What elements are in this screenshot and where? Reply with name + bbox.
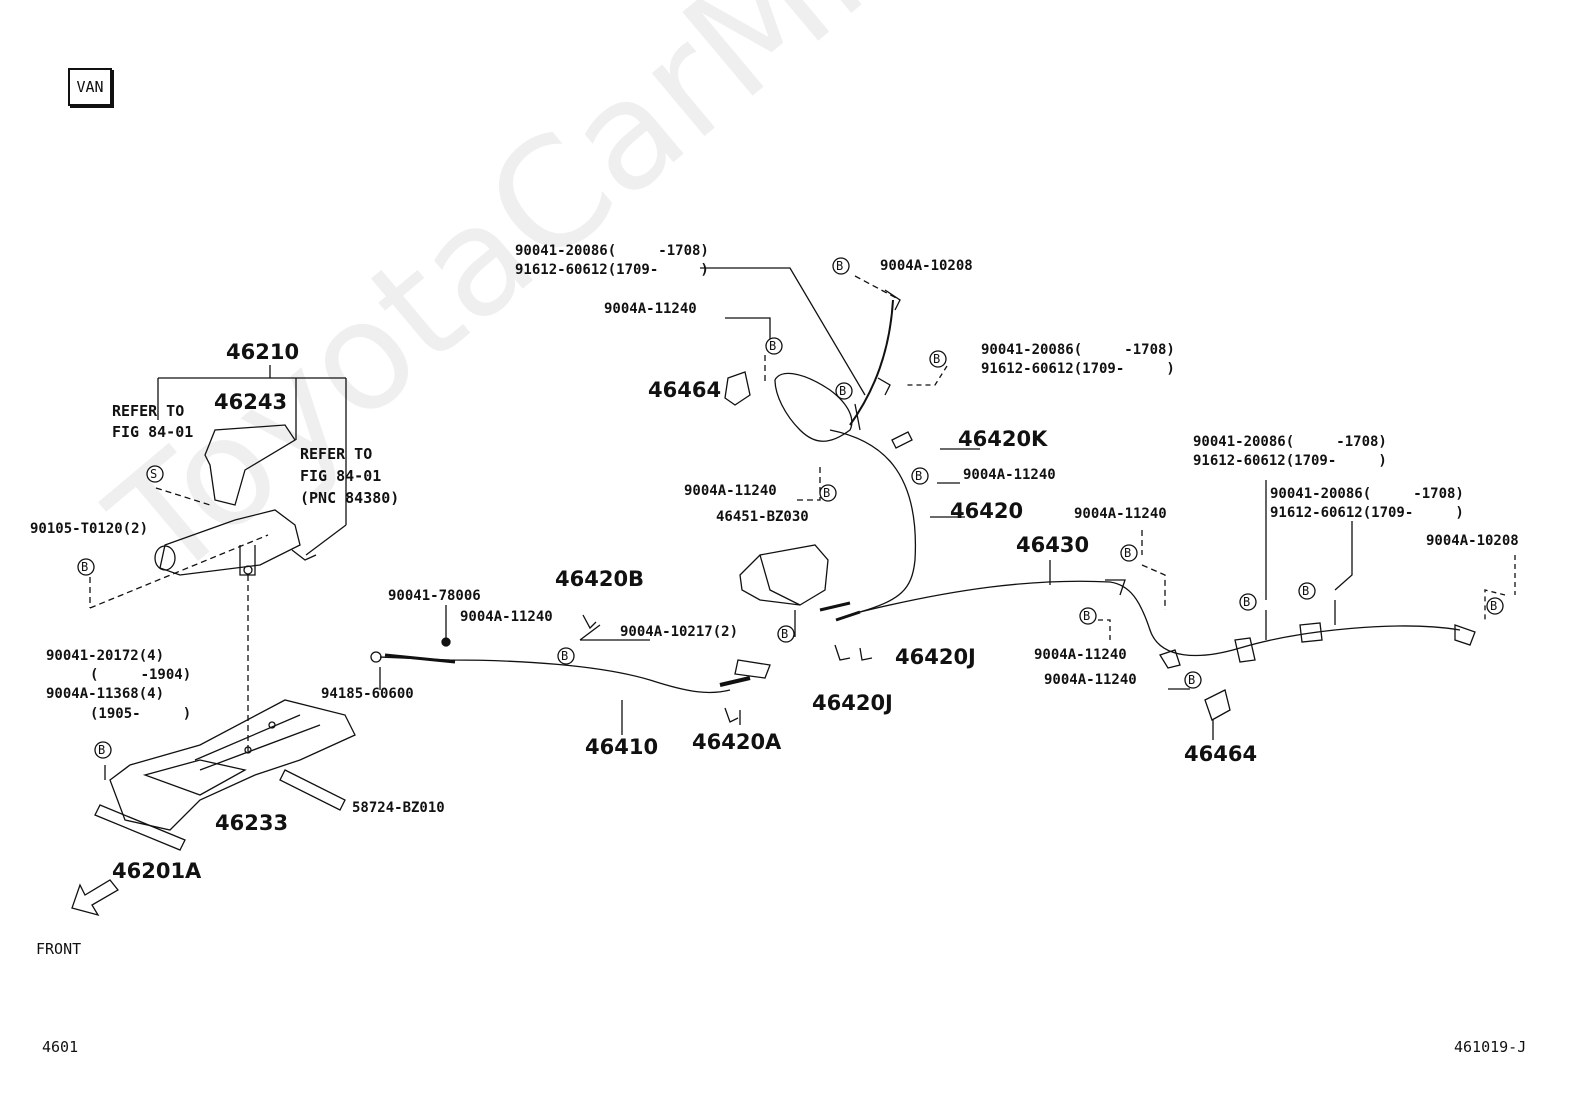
part-46420k[interactable]: 46420K bbox=[958, 427, 1048, 451]
part-9004a-11240[interactable]: 9004A-11240 bbox=[684, 483, 777, 499]
part-46464[interactable]: 46464 bbox=[648, 378, 722, 402]
marker-b: B bbox=[823, 486, 831, 500]
left-rear-cable bbox=[724, 289, 917, 622]
part-9004a-10208[interactable]: 9004A-10208 bbox=[880, 258, 973, 274]
front-cable bbox=[370, 637, 771, 723]
lever-base-bracket bbox=[94, 699, 356, 851]
part-91612-60612[interactable]: 91612-60612(1709- ) bbox=[981, 361, 1175, 377]
refer-note-2[interactable]: FIG 84-01 bbox=[300, 467, 382, 485]
cable-protector bbox=[739, 544, 829, 606]
date-range: (1905- ) bbox=[90, 706, 192, 722]
bolt-markers bbox=[77, 257, 1504, 759]
marker-b: B bbox=[1243, 595, 1251, 609]
marker-b: B bbox=[98, 743, 106, 757]
part-46464[interactable]: 46464 bbox=[1184, 742, 1258, 766]
clips-46420j bbox=[582, 614, 873, 661]
part-46201a[interactable]: 46201A bbox=[112, 859, 202, 883]
part-46420b[interactable]: 46420B bbox=[555, 567, 645, 591]
marker-b: B bbox=[839, 384, 847, 398]
part-90105-t0120[interactable]: 90105-T0120(2) bbox=[30, 521, 149, 537]
part-9004a-11240[interactable]: 9004A-11240 bbox=[604, 301, 697, 317]
refer-note-2: (PNC 84380) bbox=[300, 489, 400, 507]
part-9004a-11240[interactable]: 9004A-11240 bbox=[1044, 672, 1137, 688]
marker-b: B bbox=[561, 649, 569, 663]
marker-b: B bbox=[769, 339, 777, 353]
part-9004a-11240[interactable]: 9004A-11240 bbox=[963, 467, 1056, 483]
refer-note-1: REFER TO bbox=[112, 402, 185, 420]
part-9004a-11240[interactable]: 9004A-11240 bbox=[460, 609, 553, 625]
part-91612-60612[interactable]: 91612-60612(1709- ) bbox=[1270, 505, 1464, 521]
marker-b: B bbox=[1490, 599, 1498, 613]
part-90041-78006[interactable]: 90041-78006 bbox=[388, 588, 481, 604]
marker-b: B bbox=[1124, 546, 1132, 560]
marker-b: B bbox=[836, 259, 844, 273]
part-46420j[interactable]: 46420J bbox=[895, 645, 976, 669]
part-90041-20086[interactable]: 90041-20086( -1708) bbox=[1270, 486, 1464, 502]
part-46451-bz030[interactable]: 46451-BZ030 bbox=[716, 509, 809, 525]
part-91612-60612[interactable]: 91612-60612(1709- ) bbox=[515, 262, 709, 278]
marker-b: B bbox=[1188, 673, 1196, 687]
refer-note-1[interactable]: FIG 84-01 bbox=[112, 423, 194, 441]
marker-b: B bbox=[915, 469, 923, 483]
refer-note-2: REFER TO bbox=[300, 445, 373, 463]
part-9004a-11240[interactable]: 9004A-11240 bbox=[1074, 506, 1167, 522]
part-46210[interactable]: 46210 bbox=[226, 340, 300, 364]
part-46420[interactable]: 46420 bbox=[950, 499, 1024, 523]
part-46430[interactable]: 46430 bbox=[1016, 533, 1090, 557]
marker-b: B bbox=[781, 627, 789, 641]
front-label: FRONT bbox=[36, 940, 82, 958]
part-46420a[interactable]: 46420A bbox=[692, 730, 782, 754]
part-91612-60612[interactable]: 91612-60612(1709- ) bbox=[1193, 453, 1387, 469]
date-range: ( -1904) bbox=[90, 667, 192, 683]
part-94185-60600[interactable]: 94185-60600 bbox=[321, 686, 414, 702]
part-90041-20172[interactable]: 90041-20172(4) bbox=[46, 648, 165, 664]
leader-lines bbox=[89, 267, 1516, 780]
front-arrow-icon bbox=[71, 879, 119, 917]
marker-b: B bbox=[933, 352, 941, 366]
part-90041-20086[interactable]: 90041-20086( -1708) bbox=[515, 243, 709, 259]
page-number: 4601 bbox=[42, 1038, 79, 1056]
parking-brake-lever bbox=[154, 424, 317, 576]
part-46410[interactable]: 46410 bbox=[585, 735, 659, 759]
part-9004a-11368[interactable]: 9004A-11368(4) bbox=[46, 686, 165, 702]
marker-b: B bbox=[81, 560, 89, 574]
right-rear-cable bbox=[859, 579, 1476, 721]
part-46420j[interactable]: 46420J bbox=[812, 691, 893, 715]
part-90041-20086[interactable]: 90041-20086( -1708) bbox=[1193, 434, 1387, 450]
part-9004a-11240[interactable]: 9004A-11240 bbox=[1034, 647, 1127, 663]
part-46243[interactable]: 46243 bbox=[214, 390, 288, 414]
variant-badge: VAN bbox=[68, 68, 112, 106]
marker-b: B bbox=[1083, 609, 1091, 623]
marker-s: S bbox=[150, 467, 158, 481]
figure-id: 461019-J bbox=[1454, 1038, 1527, 1056]
part-9004a-10217[interactable]: 9004A-10217(2) bbox=[620, 624, 739, 640]
part-58724-bz010[interactable]: 58724-BZ010 bbox=[352, 800, 445, 816]
marker-b: B bbox=[1302, 584, 1310, 598]
part-90041-20086[interactable]: 90041-20086( -1708) bbox=[981, 342, 1175, 358]
part-9004a-10208[interactable]: 9004A-10208 bbox=[1426, 533, 1519, 549]
part-46233[interactable]: 46233 bbox=[215, 811, 289, 835]
